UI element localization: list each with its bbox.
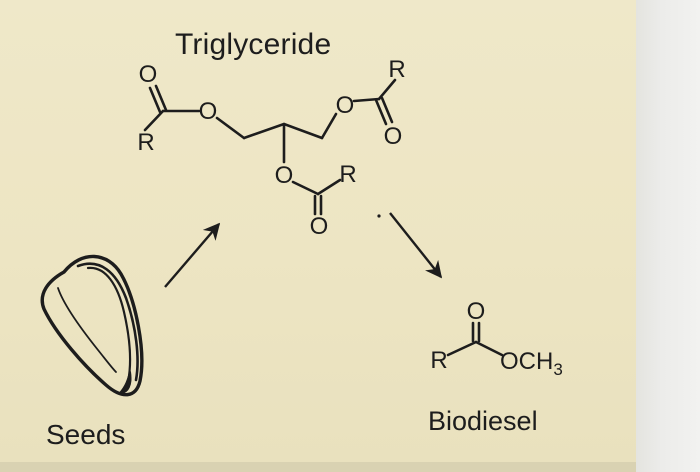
middle-carbonyl-oxygen: O: [310, 213, 329, 240]
ink-speck: [377, 214, 381, 218]
triglyceride-title: Triglyceride: [175, 28, 332, 61]
right-ch2-o-bond: [320, 112, 338, 140]
left-r-bond: [143, 109, 165, 132]
biodiesel-r-bond: [446, 340, 478, 357]
biodiesel-carbonyl-oxygen: O: [467, 298, 486, 325]
left-ether-oxygen: O: [199, 98, 218, 125]
right-ester-group: [320, 78, 397, 140]
seeds-label: Seeds: [46, 419, 126, 450]
right-carbonyl-bond-2: [380, 96, 394, 124]
seed-inner-line: [57, 287, 117, 373]
right-r-bond: [377, 78, 397, 101]
biodiesel-label: Biodiesel: [428, 406, 538, 436]
right-ester-bond: [352, 97, 381, 103]
biodiesel-o-bond: [474, 340, 504, 357]
seed-outline: [40, 254, 144, 397]
left-o-ch2-bond: [215, 116, 246, 140]
methoxy-text: OCH: [500, 348, 553, 375]
seeds-to-triglyceride-arrow: [164, 222, 221, 288]
biodiesel-atoms: O R OCH3: [430, 298, 562, 379]
page-margin: [636, 0, 700, 472]
middle-r-group: R: [339, 161, 356, 188]
middle-ester-group: [291, 178, 342, 216]
left-ester-group: [143, 84, 246, 140]
seed-shadow: [119, 371, 132, 394]
right-carbonyl-oxygen: O: [384, 123, 403, 150]
triglyceride-structure: [143, 78, 397, 216]
right-ether-oxygen: O: [336, 92, 355, 119]
page-bottom-edge: [0, 462, 636, 472]
right-r-group: R: [388, 56, 405, 83]
biodiesel-methoxy-group: OCH3: [500, 348, 563, 379]
middle-ether-oxygen: O: [275, 162, 294, 189]
left-carbonyl-bond-1: [148, 86, 162, 114]
methoxy-subscript: 3: [553, 360, 562, 379]
seed-icon: [40, 254, 144, 397]
biodiesel-structure: [446, 321, 504, 357]
left-carbonyl-oxygen: O: [139, 61, 158, 88]
seed-coat-line-1: [76, 262, 139, 382]
seed-coat-line-2: [86, 266, 132, 384]
triglyceride-atoms: O O R O R O O R O: [137, 56, 405, 240]
left-r-group: R: [137, 129, 154, 156]
middle-r-bond: [316, 178, 342, 196]
left-carbonyl-bond-2: [154, 84, 168, 112]
biodiesel-r-group: R: [430, 347, 447, 374]
triglyceride-to-biodiesel-arrow: [389, 212, 443, 279]
glycerol-backbone: [242, 122, 324, 164]
right-carbonyl-bond-1: [374, 98, 388, 126]
middle-o-c-bond: [291, 180, 320, 196]
